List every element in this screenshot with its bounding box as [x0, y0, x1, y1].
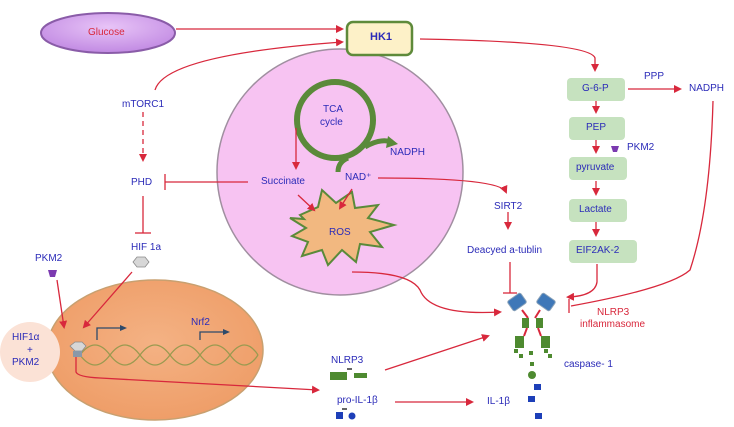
glucose-label: Glucose [88, 27, 125, 38]
arrow-ros-inflammasome [351, 271, 502, 317]
eif2ak2-box [569, 240, 637, 263]
nadph-mito-label: NADPH [390, 147, 426, 158]
pro-il1b-circle [348, 412, 356, 420]
complex-line-plus: + [27, 345, 33, 356]
succinate-label: Succinate [261, 176, 305, 187]
tca-branch-arrowhead [386, 136, 398, 148]
nlrp3-label: NLRP3 [331, 355, 364, 366]
tca-label-line2: cycle [320, 117, 343, 128]
hif1a-pkm2-complex-circle [0, 322, 60, 382]
transcription-arrowhead-2 [223, 329, 230, 335]
arrow-hk1-g6p [419, 38, 599, 72]
hk1-node-shape [345, 20, 414, 57]
pkm2-icon-left [48, 270, 57, 277]
mtorc1-label: mTORC1 [122, 99, 165, 110]
inhibit-nadph-inflammasome [570, 100, 714, 307]
ros-starburst [289, 188, 398, 267]
arrow-nlrp3-inflammasome [384, 334, 490, 371]
nlrp3-block-large [330, 372, 347, 380]
lactate-box [569, 199, 627, 222]
pkm2-left-label: PKM2 [35, 253, 63, 264]
caspase1-label: caspase- 1 [564, 359, 613, 370]
arrow-nucleus-nlrp3 [75, 352, 320, 394]
hif1a-label: HIF 1a [131, 242, 162, 253]
ros-label: ROS [329, 227, 351, 238]
pep-label: PEP [586, 122, 607, 133]
nlrp3-block-small [354, 373, 367, 378]
arrow-pkm2-nucleus [56, 279, 68, 329]
dna-helix [79, 344, 259, 366]
nadph-right-label: NADPH [689, 83, 725, 94]
nlrp3-inflammasome-label-line2: inflammasome [580, 319, 646, 330]
pkm2-icon-right [611, 146, 619, 152]
deacyed-tubulin-label: Deacyed a-tublin [467, 245, 543, 256]
glucose-node-shape [40, 12, 176, 54]
pkm2-promoter-block [73, 351, 82, 357]
sirt2-label: SIRT2 [494, 201, 523, 212]
pkm2-right-label: PKM2 [627, 142, 655, 153]
arrow-eif2ak2-inflammasome [566, 264, 598, 301]
hk1-label: HK1 [370, 31, 393, 43]
tca-label-line1: TCA [323, 104, 343, 115]
pro-il1b-linker [342, 408, 347, 410]
arrow-mtorc1-hk1 [154, 38, 344, 91]
tca-cycle-ring [294, 79, 376, 161]
pep-box [569, 117, 625, 140]
hif1a-hexagon [132, 256, 150, 268]
phd-label: PHD [131, 177, 153, 188]
nrf2-label: Nrf2 [191, 317, 210, 328]
transcription-start-arrow-2 [199, 331, 225, 340]
arrow-succinate-ros [297, 194, 316, 212]
pyruvate-box [569, 157, 627, 180]
tca-to-nad-branch [335, 155, 350, 173]
complex-line-hif1a: HIF1α [12, 332, 40, 343]
arrow-nad-sirt2 [377, 177, 508, 194]
transcription-start-arrow-1 [96, 327, 122, 340]
ppp-label: PPP [644, 71, 665, 82]
pro-il1b-label: pro-IL-1β [337, 395, 378, 406]
eif2ak2-label: EIF2AK-2 [576, 245, 620, 256]
g6p-box [567, 78, 625, 101]
nlrp3-linker [347, 368, 352, 370]
pyruvate-label: pyruvate [576, 162, 615, 173]
nlrp3-inflammasome-label-line1: NLRP3 [597, 307, 630, 318]
complex-line-pkm2: PKM2 [12, 357, 40, 368]
pro-il1b-square [336, 412, 343, 419]
nad-label: NAD⁺ [345, 172, 372, 183]
arrow-hif1a-nucleus [82, 271, 133, 329]
il1b-label: IL-1β [487, 396, 510, 407]
arrow-nad-ros [338, 188, 353, 210]
transcription-arrowhead-1 [120, 325, 127, 331]
g6p-label: G-6-P [582, 83, 609, 94]
nlrp3-inflammasome-complex [507, 292, 556, 419]
lactate-label: Lactate [579, 204, 612, 215]
